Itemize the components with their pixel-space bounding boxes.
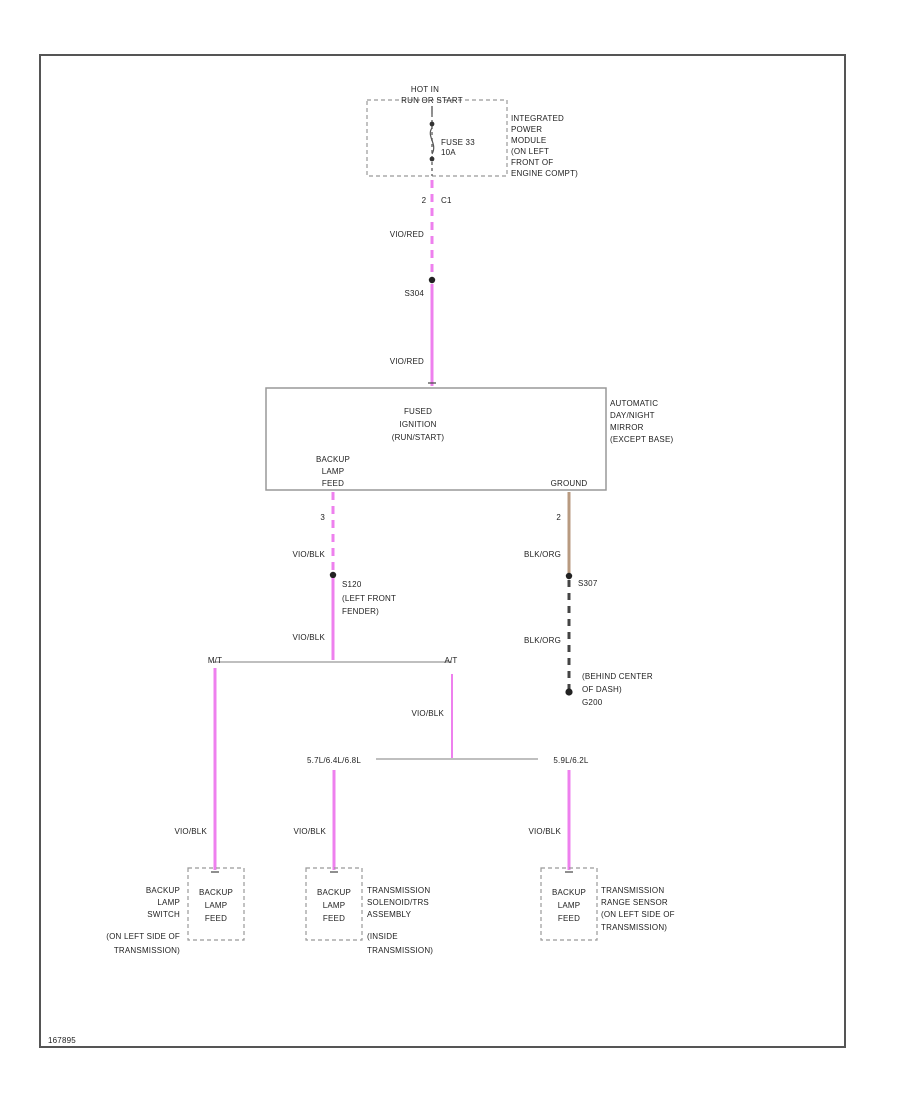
branch-at-label: A/T — [444, 656, 457, 665]
wire-label-vio-blk-4: VIO/BLK — [174, 827, 207, 836]
module-ignition-label: IGNITION — [399, 420, 436, 429]
wire-label-vio-blk-5: VIO/BLK — [293, 827, 326, 836]
load-right-name-line3: (ON LEFT SIDE OF — [601, 910, 675, 919]
load-right-name-line1: TRANSMISSION — [601, 886, 664, 895]
power-distribution-module: HOT IN RUN OR START FUSE 33 10A INTEGRAT… — [366, 85, 578, 205]
load-right-connector-box — [540, 867, 598, 941]
load-right-box-line3: FEED — [558, 914, 580, 923]
load-middle-box-line2: LAMP — [323, 901, 346, 910]
ipm-name-line4: (ON LEFT — [511, 147, 549, 156]
ipm-name-line3: MODULE — [511, 136, 546, 145]
module-pin-backup-label: BACKUP — [316, 455, 350, 464]
ipm-dashed-box — [366, 99, 508, 177]
mirror-name-line1: AUTOMATIC — [610, 399, 658, 408]
splice-s120-label: S120 — [342, 580, 362, 589]
splice-s120-dot — [329, 571, 337, 579]
ipm-name-line5: FRONT OF — [511, 158, 553, 167]
load-transmission-range-sensor: BACKUP LAMP FEED TRANSMISSION RANGE SENS… — [540, 867, 675, 941]
fuse-rating-label: 10A — [441, 148, 456, 157]
wire-label-vio-red-1: VIO/RED — [390, 230, 424, 239]
load-left-box-line3: FEED — [205, 914, 227, 923]
ipm-name-line6: ENGINE COMPT) — [511, 169, 578, 178]
wire-label-vio-red-2: VIO/RED — [390, 357, 424, 366]
mirror-module-box — [265, 387, 607, 491]
diagram-id-label: 167895 — [48, 1036, 76, 1045]
load-right-name-line4: TRANSMISSION) — [601, 923, 667, 932]
load-left-name-line5: TRANSMISSION) — [114, 946, 180, 955]
module-pin-3-label: 3 — [320, 513, 325, 522]
branch-mt-label: M/T — [208, 656, 222, 665]
load-right-box-line1: BACKUP — [552, 888, 586, 897]
backup-lamp-feed-circuit: 3 VIO/BLK S120 (LEFT FRONT FENDER) VIO/B… — [174, 492, 604, 870]
ipm-connector-label: C1 — [441, 196, 452, 205]
mirror-name-line2: DAY/NIGHT — [610, 411, 655, 420]
wire-label-vio-blk-2: VIO/BLK — [292, 633, 325, 642]
load-left-name-line1: BACKUP — [146, 886, 180, 895]
module-fused-label: FUSED — [404, 407, 432, 416]
ground-location-line2: OF DASH) — [582, 685, 622, 694]
branch-transmission-2-label: 5.9L/6.2L — [553, 756, 589, 765]
fuse-symbol — [429, 127, 435, 155]
load-left-connector-box — [187, 867, 245, 941]
module-pin-lamp-label: LAMP — [322, 467, 345, 476]
splice-s120-location-1: (LEFT FRONT — [342, 594, 396, 603]
ground-g200-symbol — [565, 688, 573, 696]
fuse-number-label: FUSE 33 — [441, 138, 475, 147]
wire-label-blk-org-2: BLK/ORG — [524, 636, 561, 645]
fuse-node-bottom — [429, 156, 435, 162]
load-transmission-solenoid: BACKUP LAMP FEED TRANSMISSION SOLENOID/T… — [305, 867, 433, 955]
mirror-name-line3: MIRROR — [610, 423, 644, 432]
load-middle-connector-box — [305, 867, 363, 941]
main-feed-circuit: VIO/RED S304 VIO/RED — [390, 180, 436, 386]
load-middle-name-line4: (INSIDE — [367, 932, 398, 941]
ground-id-label: G200 — [582, 698, 603, 707]
wire-label-vio-blk-3: VIO/BLK — [411, 709, 444, 718]
run-or-start-label: RUN OR START — [401, 96, 463, 105]
load-left-name-line4: (ON LEFT SIDE OF — [106, 932, 180, 941]
branch-label-bg-left — [292, 754, 376, 765]
diagram-frame — [39, 54, 846, 1048]
load-middle-name-line3: ASSEMBLY — [367, 910, 412, 919]
load-backup-lamp-switch: BACKUP LAMP FEED BACKUP LAMP SWITCH (ON … — [106, 867, 245, 955]
fuse-node-top — [429, 121, 435, 127]
load-middle-box-line1: BACKUP — [317, 888, 351, 897]
ipm-pin-label: 2 — [422, 196, 427, 205]
branch-label-bg-right — [538, 754, 604, 765]
branch-transmission-1-label: 5.7L/6.4L/6.8L — [307, 756, 361, 765]
splice-s307-dot — [565, 572, 573, 580]
module-run-start-label: (RUN/START) — [392, 433, 445, 442]
splice-s120-location-2: FENDER) — [342, 607, 379, 616]
module-pin-ground-label: GROUND — [551, 479, 588, 488]
load-left-name-line3: SWITCH — [147, 910, 180, 919]
load-left-box-line1: BACKUP — [199, 888, 233, 897]
wire-label-vio-blk-1: VIO/BLK — [292, 550, 325, 559]
splice-s307-label: S307 — [578, 579, 598, 588]
splice-s304-dot — [428, 276, 436, 284]
load-middle-name-line5: TRANSMISSION) — [367, 946, 433, 955]
wire-label-blk-org-1: BLK/ORG — [524, 550, 561, 559]
ground-circuit: 2 BLK/ORG S307 BLK/ORG (BEHIND CENTER OF… — [524, 492, 653, 707]
ground-location-line1: (BEHIND CENTER — [582, 672, 653, 681]
load-right-box-line2: LAMP — [558, 901, 581, 910]
hot-in-label: HOT IN — [411, 85, 439, 94]
load-middle-name-line2: SOLENOID/TRS — [367, 898, 429, 907]
ipm-name-line1: INTEGRATED — [511, 114, 564, 123]
load-left-name-line2: LAMP — [157, 898, 180, 907]
module-pin-feed-label: FEED — [322, 479, 344, 488]
load-right-name-line2: RANGE SENSOR — [601, 898, 668, 907]
module-pin-2-label: 2 — [556, 513, 561, 522]
mirror-name-line4: (EXCEPT BASE) — [610, 435, 673, 444]
ipm-name-line2: POWER — [511, 125, 542, 134]
load-middle-name-line1: TRANSMISSION — [367, 886, 430, 895]
splice-s304-label: S304 — [405, 289, 425, 298]
wire-label-vio-blk-6: VIO/BLK — [528, 827, 561, 836]
automatic-day-night-mirror: FUSED IGNITION (RUN/START) BACKUP LAMP F… — [265, 387, 673, 491]
load-left-box-line2: LAMP — [205, 901, 228, 910]
load-middle-box-line3: FEED — [323, 914, 345, 923]
